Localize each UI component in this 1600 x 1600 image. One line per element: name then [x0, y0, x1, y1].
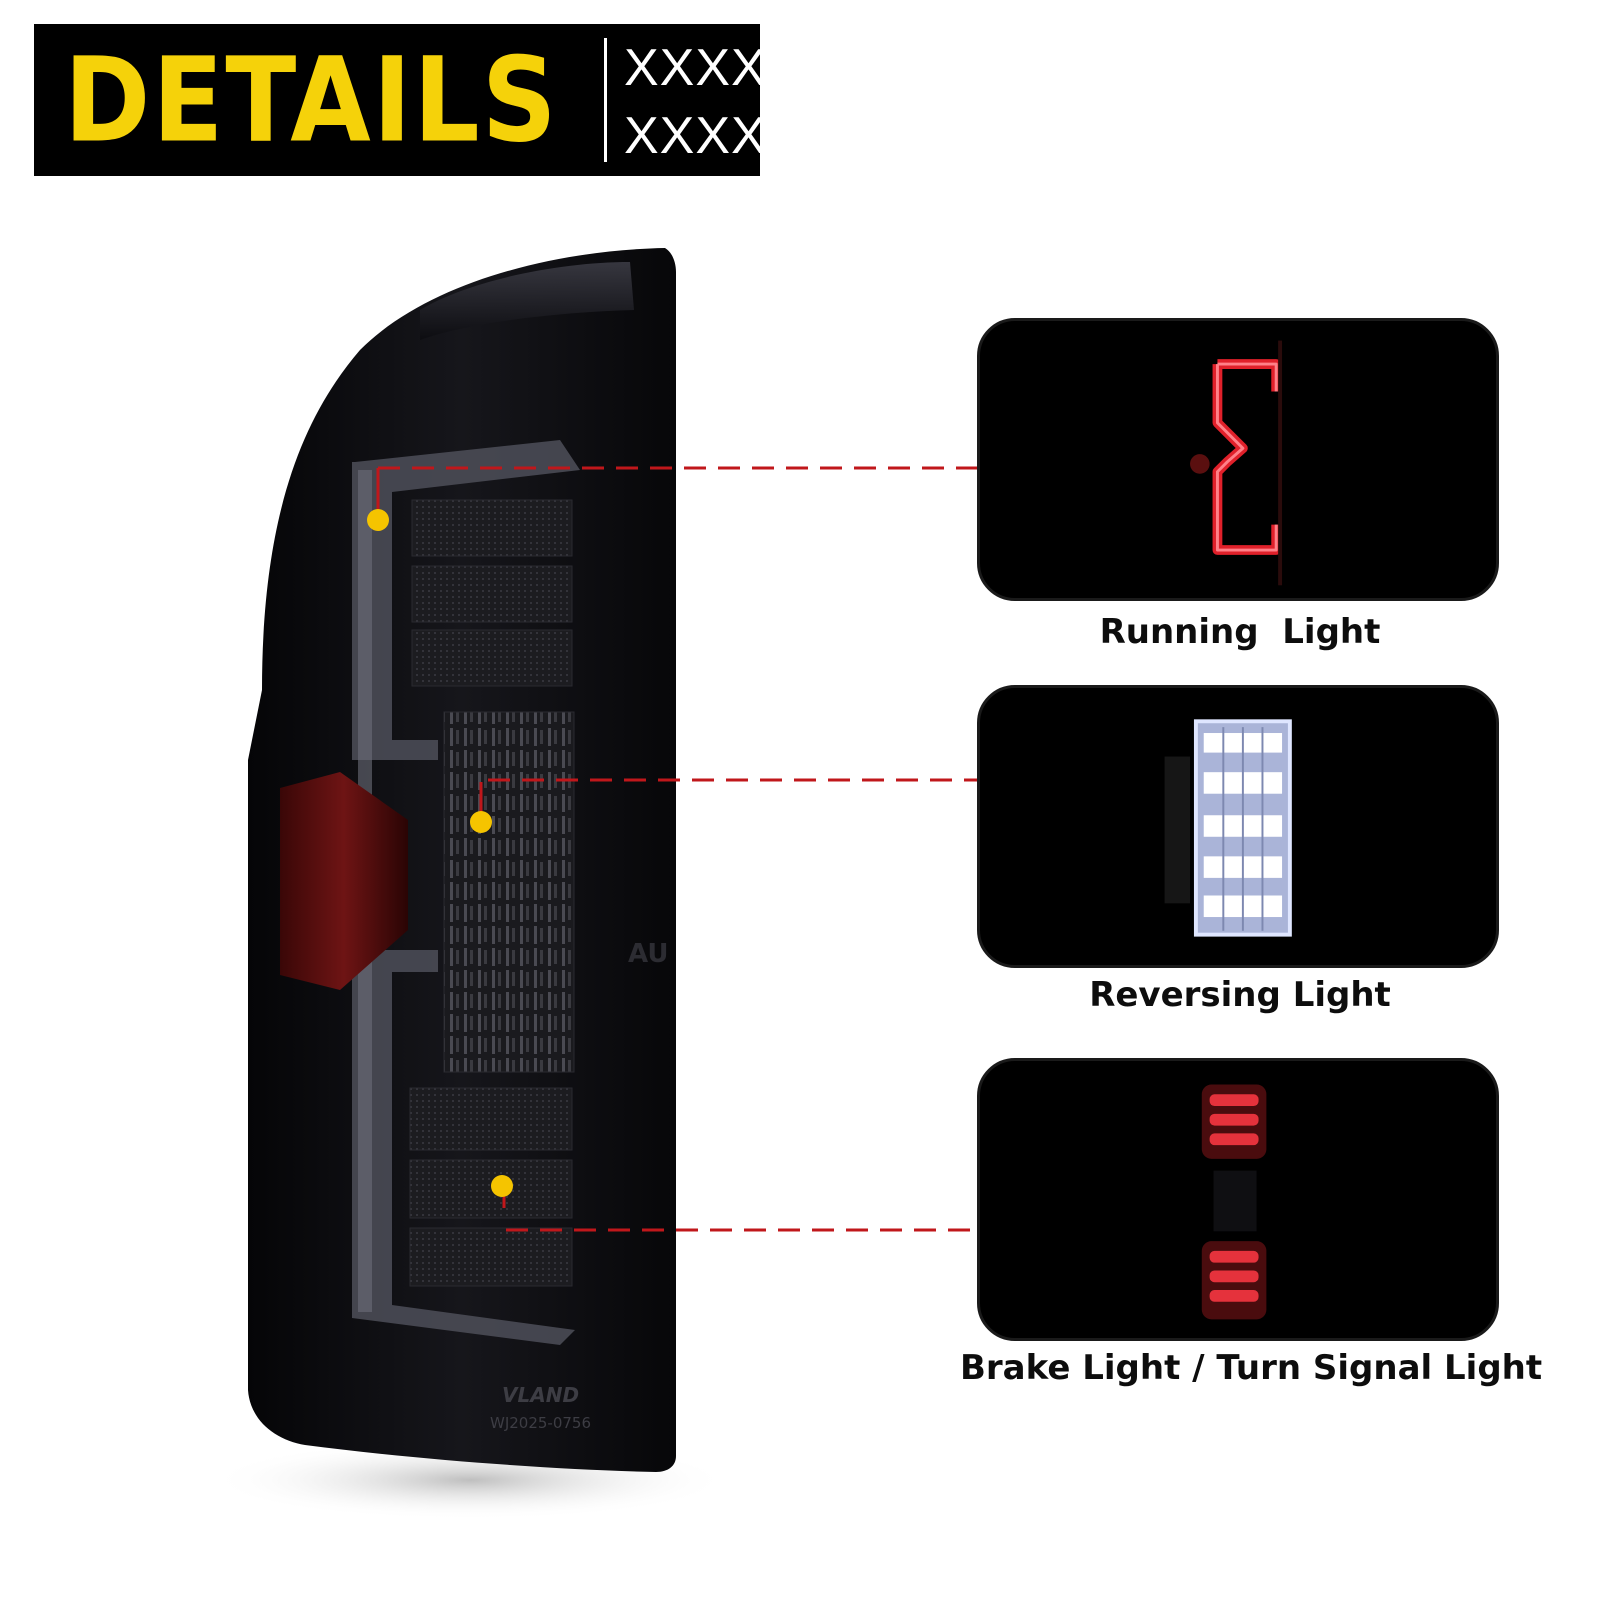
reversing-light-caption: Reversing Light	[1089, 975, 1391, 1015]
running-light-icon	[1190, 340, 1283, 586]
side-reflector	[280, 772, 408, 990]
details-banner: DETAILS XXXXX XXXXX	[34, 24, 801, 176]
marker-dot-reversing[interactable]	[470, 811, 492, 833]
running-light-panel[interactable]	[977, 318, 1499, 601]
brake-turn-light-icon	[1201, 1084, 1267, 1320]
brake-turn-light-panel[interactable]	[977, 1058, 1499, 1341]
lamp-watermark: AU	[628, 939, 668, 969]
banner-divider	[604, 38, 607, 162]
marker-dot-brake[interactable]	[491, 1175, 513, 1197]
marker-dot-running[interactable]	[367, 509, 389, 531]
lamp-part-number: WJ2025-0756	[490, 1414, 591, 1432]
upper-led-slats	[411, 499, 573, 687]
lamp-top-gloss	[420, 262, 634, 340]
reverse-lens	[443, 711, 575, 1073]
brake-upper-bars	[1201, 1084, 1267, 1159]
banner-subtitle-line1: XXXXX	[624, 39, 803, 97]
running-light-caption: Running Light	[1099, 612, 1381, 652]
reversing-light-icon	[1164, 719, 1292, 937]
reversing-light-panel[interactable]	[977, 685, 1499, 968]
banner-subtitle-line2: XXXXX	[624, 107, 803, 165]
lamp-brand-mark: VLAND	[502, 1383, 579, 1407]
lower-led-slats	[409, 1087, 573, 1287]
banner-title: DETAILS	[64, 31, 559, 169]
brake-turn-light-caption: Brake Light / Turn Signal Light	[960, 1348, 1543, 1388]
brake-lower-bars	[1201, 1241, 1267, 1320]
